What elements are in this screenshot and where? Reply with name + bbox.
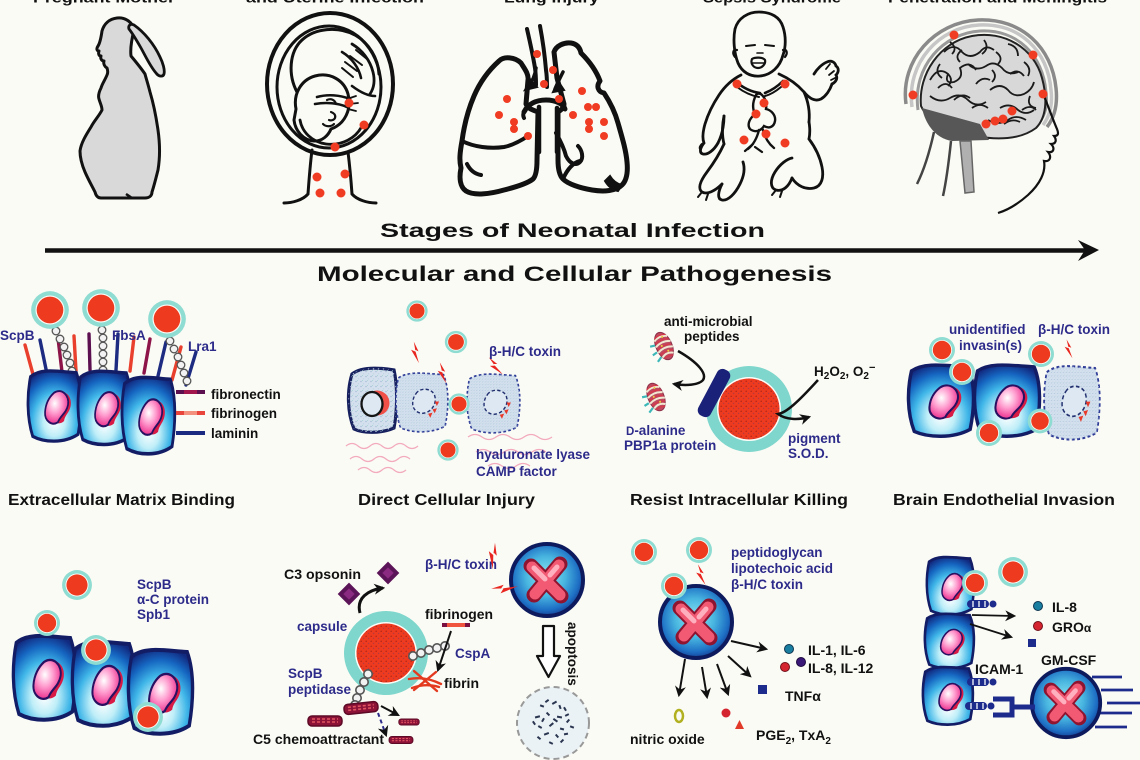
svg-text:fibrinogen: fibrinogen <box>211 406 277 421</box>
svg-text:Molecular and Cellular Pathoge: Molecular and Cellular Pathogenesis <box>317 262 832 286</box>
svg-text:ScpB: ScpB <box>288 666 323 681</box>
svg-text:TNFα: TNFα <box>785 688 821 704</box>
svg-text:hyaluronate lyase: hyaluronate lyase <box>476 447 591 462</box>
svg-text:Penetration and Meningitis: Penetration and Meningitis <box>888 0 1107 6</box>
svg-text:C5 chemoattractant: C5 chemoattractant <box>253 731 384 747</box>
svg-text:PGE2, TxA2: PGE2, TxA2 <box>756 727 831 747</box>
svg-text:ScpB: ScpB <box>137 577 172 592</box>
svg-text:Pregnant Mother: Pregnant Mother <box>33 0 176 6</box>
svg-text:peptidoglycan: peptidoglycan <box>731 545 823 560</box>
svg-text:and Uterine Infection: and Uterine Infection <box>246 0 424 6</box>
svg-text:Brain Endothelial Invasion: Brain Endothelial Invasion <box>893 492 1115 509</box>
svg-text:β-H/C toxin: β-H/C toxin <box>1038 322 1110 337</box>
svg-text:Extracellular Matrix Binding: Extracellular Matrix Binding <box>8 492 235 509</box>
svg-text:ICAM-1: ICAM-1 <box>975 661 1023 677</box>
svg-text:H2O2, O2−: H2O2, O2− <box>814 362 875 382</box>
svg-text:nitric oxide: nitric oxide <box>630 731 705 747</box>
svg-text:IL-8: IL-8 <box>1052 599 1077 615</box>
svg-text:Stages of Neonatal Infection: Stages of Neonatal Infection <box>380 220 765 242</box>
svg-text:fibrin: fibrin <box>444 675 479 691</box>
svg-text:GM-CSF: GM-CSF <box>1041 652 1097 668</box>
svg-text:Spb1: Spb1 <box>137 607 170 622</box>
svg-text:Resist Intracellular Killing: Resist Intracellular Killing <box>630 492 848 509</box>
svg-text:S.O.D.: S.O.D. <box>788 446 829 461</box>
svg-text:CAMP factor: CAMP factor <box>476 464 558 479</box>
svg-text:ScpB: ScpB <box>0 328 35 343</box>
svg-text:FbsA: FbsA <box>112 328 146 343</box>
svg-text:laminin: laminin <box>211 426 258 441</box>
svg-text:invasin(s): invasin(s) <box>959 338 1022 353</box>
svg-text:pigment: pigment <box>788 431 841 446</box>
svg-text:capsule: capsule <box>297 619 348 634</box>
svg-text:β-H/C toxin: β-H/C toxin <box>425 557 497 572</box>
svg-text:apoptosis: apoptosis <box>565 622 580 686</box>
svg-text:peptidase: peptidase <box>288 682 352 697</box>
svg-text:IL-8, IL-12: IL-8, IL-12 <box>808 660 874 676</box>
svg-text:anti-microbial: anti-microbial <box>664 314 753 329</box>
svg-text:fibronectin: fibronectin <box>211 387 281 402</box>
svg-text:lipotechoic acid: lipotechoic acid <box>731 561 833 576</box>
svg-text:CspA: CspA <box>455 646 491 661</box>
svg-text:α-C protein: α-C protein <box>137 592 209 607</box>
svg-text:β-H/C toxin: β-H/C toxin <box>489 344 561 359</box>
svg-text:peptides: peptides <box>684 329 740 344</box>
svg-text:C3 opsonin: C3 opsonin <box>284 566 361 582</box>
svg-text:Lung Injury: Lung Injury <box>504 0 600 6</box>
svg-text:IL-1, IL-6: IL-1, IL-6 <box>808 642 866 658</box>
svg-text:GROα: GROα <box>1052 619 1092 635</box>
svg-text:fibrinogen: fibrinogen <box>425 606 493 622</box>
svg-text:PBP1a protein: PBP1a protein <box>624 438 716 453</box>
svg-text:Sepsis Syndrome: Sepsis Syndrome <box>703 0 842 6</box>
svg-text:D-alanine: D-alanine <box>626 423 686 438</box>
svg-text:Direct Cellular Injury: Direct Cellular Injury <box>358 492 535 509</box>
svg-text:Lra1: Lra1 <box>188 339 217 354</box>
svg-text:β-H/C toxin: β-H/C toxin <box>731 577 803 592</box>
svg-text:unidentified: unidentified <box>949 322 1026 337</box>
